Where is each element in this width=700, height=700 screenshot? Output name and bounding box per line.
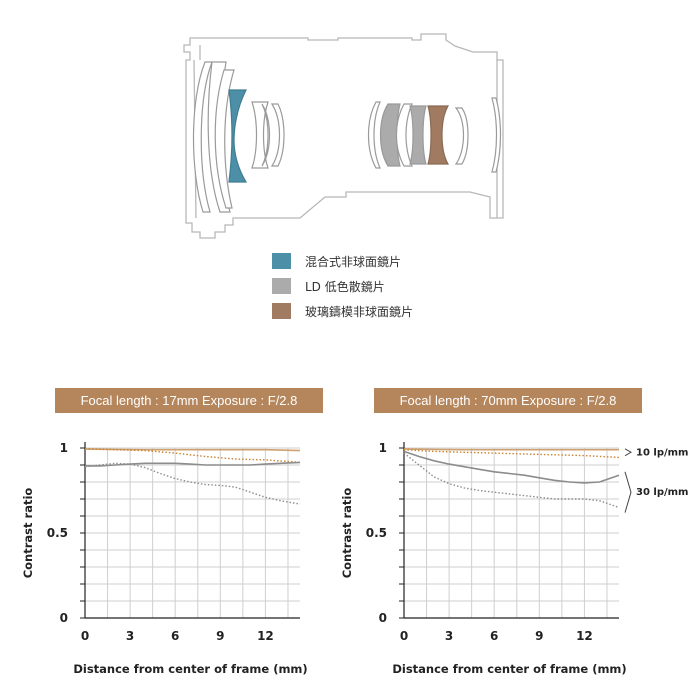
third-element — [214, 69, 235, 209]
y-axis-title: Contrast ratio — [340, 488, 354, 579]
y-tick-label: 0 — [60, 611, 68, 625]
x-tick-label: 9 — [535, 629, 543, 643]
series-30-lp-mm-dotted — [84, 462, 301, 505]
series-10-lp-mm-dotted — [84, 448, 301, 464]
group-two-element — [270, 103, 285, 167]
x-tick-label: 3 — [445, 629, 453, 643]
rear-meniscus-element — [454, 107, 469, 165]
legend-swatch — [272, 303, 291, 319]
annotation-bracket-10lp — [624, 448, 633, 457]
annotation-30lp: 30 lp/mm — [636, 487, 688, 498]
legend-label: 混合式非球面鏡片 — [305, 254, 402, 269]
legend-swatch — [272, 278, 291, 294]
lens-elements — [192, 61, 502, 213]
front-element — [192, 61, 213, 213]
x-tick-label: 6 — [490, 629, 498, 643]
y-tick-label: 0.5 — [47, 526, 68, 540]
ld-element-two — [409, 105, 427, 165]
rear-biconvex-element — [395, 103, 413, 167]
legend-swatch — [272, 253, 291, 269]
hybrid-aspherical-element — [228, 89, 248, 183]
x-tick-label: 12 — [257, 629, 274, 643]
y-tick-label: 1 — [60, 441, 68, 455]
y-tick-label: 0.5 — [366, 526, 387, 540]
last-element — [491, 97, 502, 173]
series-10-lp-mm-dotted — [403, 449, 620, 459]
legend-item-hybrid-aspherical: 混合式非球面鏡片 — [272, 252, 401, 270]
rear-group-first — [367, 101, 381, 169]
legend-item-glass-molded-aspherical: 玻璃鑄模非球面鏡片 — [272, 302, 413, 320]
legend-item-ld-element: LD 低色散鏡片 — [272, 277, 385, 295]
ld-element-one — [379, 103, 401, 167]
legend-label: LD 低色散鏡片 — [305, 279, 385, 294]
chart-title-70mm: Focal length : 70mm Exposure : F/2.8 — [374, 388, 642, 413]
x-axis-title: Distance from center of frame (mm) — [392, 662, 626, 676]
annotation-10lp: 10 lp/mm — [636, 447, 688, 458]
x-axis-title: Distance from center of frame (mm) — [73, 662, 307, 676]
lens-construction-diagram — [183, 33, 504, 239]
x-tick-label: 0 — [81, 629, 89, 643]
x-tick-label: 0 — [400, 629, 408, 643]
biconvex-element — [261, 103, 271, 167]
chart-title-17mm: Focal length : 17mm Exposure : F/2.8 — [55, 388, 323, 413]
annotation-bracket-30lp — [624, 471, 632, 513]
glass-molded-aspherical-element — [427, 105, 450, 165]
y-tick-label: 0 — [379, 611, 387, 625]
series-30-lp-mm-solid — [403, 450, 620, 484]
series-10-lp-mm-solid — [403, 448, 619, 451]
y-tick-label: 1 — [379, 441, 387, 455]
x-tick-label: 6 — [171, 629, 179, 643]
x-tick-label: 12 — [576, 629, 593, 643]
series-30-lp-mm-solid — [85, 461, 301, 467]
biconcave-element — [251, 101, 269, 169]
legend-label: 玻璃鑄模非球面鏡片 — [305, 304, 414, 319]
y-axis-title: Contrast ratio — [21, 488, 35, 579]
x-tick-label: 3 — [126, 629, 134, 643]
series-30-lp-mm-dotted — [403, 452, 620, 509]
x-tick-label: 9 — [216, 629, 224, 643]
